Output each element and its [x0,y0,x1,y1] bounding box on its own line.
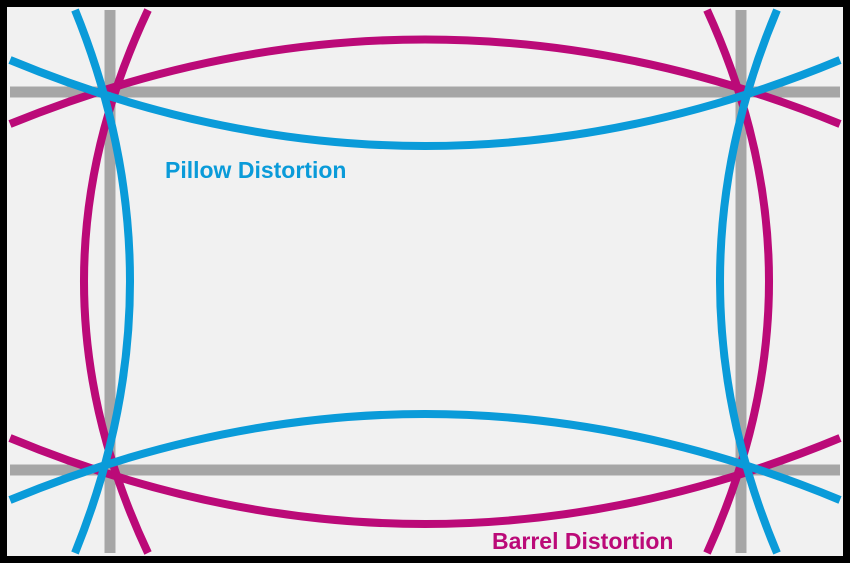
barrel-distortion-label: Barrel Distortion [492,528,673,554]
barrel-distortion-curves [8,8,842,555]
pillow-distortion-curves [8,8,842,555]
barrel-curve-left [80,8,152,555]
barrel-curve-top [8,35,842,128]
pillow-curve-top [8,56,842,150]
pillow-distortion-label: Pillow Distortion [165,157,346,183]
pillow-curve-left [71,8,134,555]
barrel-curve-bottom [8,434,842,528]
pillow-curve-right [716,8,781,555]
pillow-curve-bottom [8,410,842,504]
barrel-curve-right [703,8,773,555]
